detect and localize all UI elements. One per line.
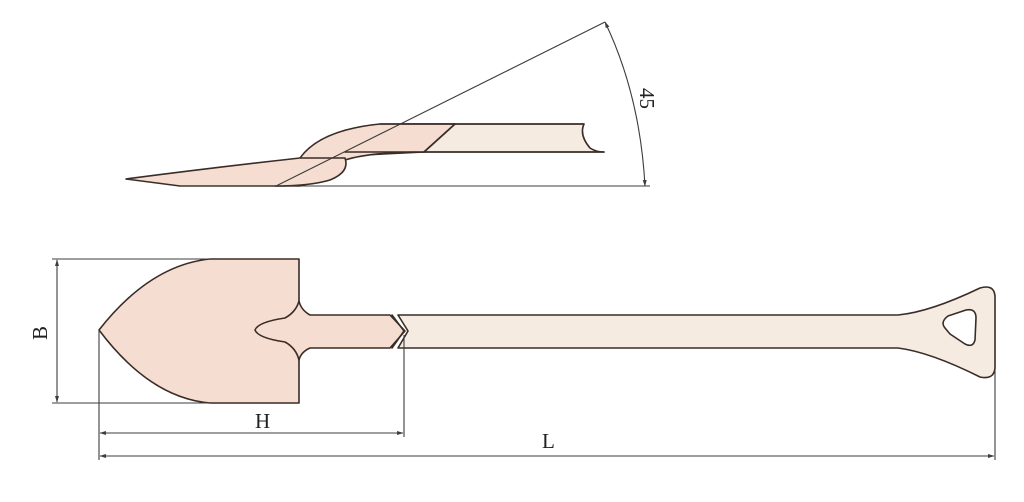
side-socket-seam [423,123,456,153]
front-view: B H L [28,258,996,460]
h-label: H [255,409,270,433]
angle-label: 45 [635,88,659,109]
socket-joint [391,314,405,349]
angle-incline-line [275,21,606,187]
grip-hole [942,308,977,347]
handle-shaft [397,286,996,379]
side-socket-bulge [274,157,347,187]
side-view: 45 [125,21,659,187]
l-label: L [542,429,555,453]
angle-arc [604,21,647,187]
shovel-blade [98,258,406,404]
b-label: B [28,326,52,340]
blade-socket [254,300,300,361]
